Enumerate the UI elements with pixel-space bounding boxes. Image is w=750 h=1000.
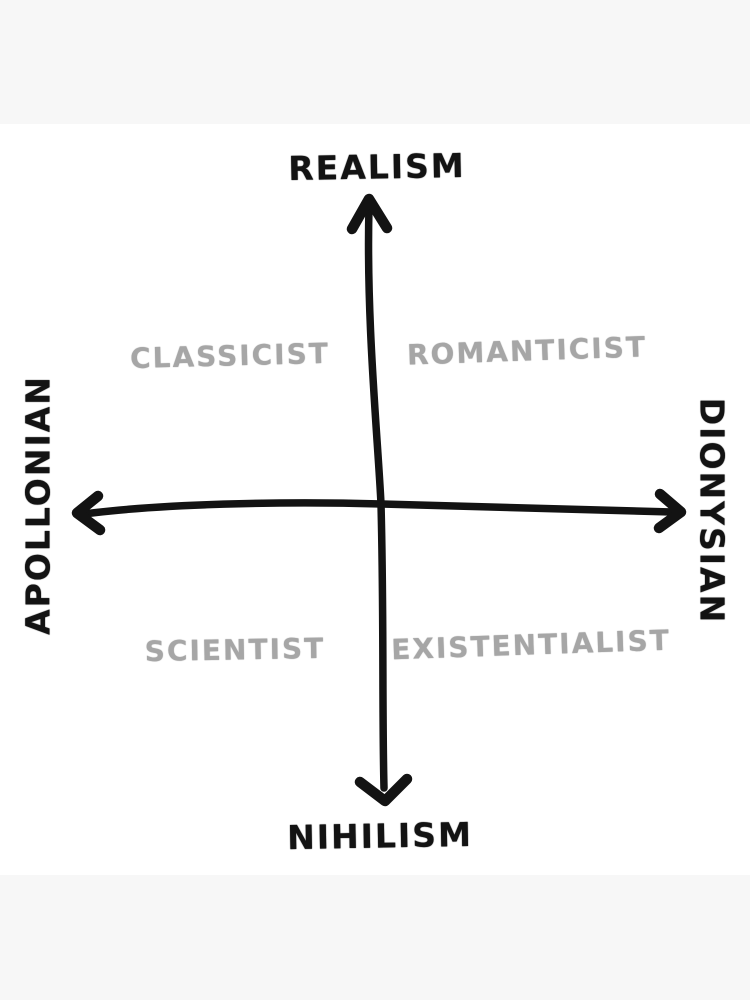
down-arrowhead-icon: [354, 773, 413, 807]
quadrant-label-classicist: CLASSICIST: [129, 336, 331, 376]
left-arrowhead-icon: [71, 490, 106, 536]
axis-label-dionysian: DIONYSIAN: [692, 397, 732, 625]
axis-label-realism: REALISM: [287, 145, 467, 189]
horizontal-axis-line: [80, 499, 676, 518]
right-arrowhead-icon: [653, 488, 687, 534]
up-arrowhead-icon: [346, 193, 393, 235]
axis-label-apollonian: APOLLONIAN: [18, 375, 58, 635]
diagram-canvas: [0, 124, 750, 875]
quadrant-label-scientist: SCIENTIST: [144, 631, 326, 669]
vertical-axis-line: [364, 203, 388, 792]
axis-label-nihilism: NIHILISM: [286, 814, 474, 858]
